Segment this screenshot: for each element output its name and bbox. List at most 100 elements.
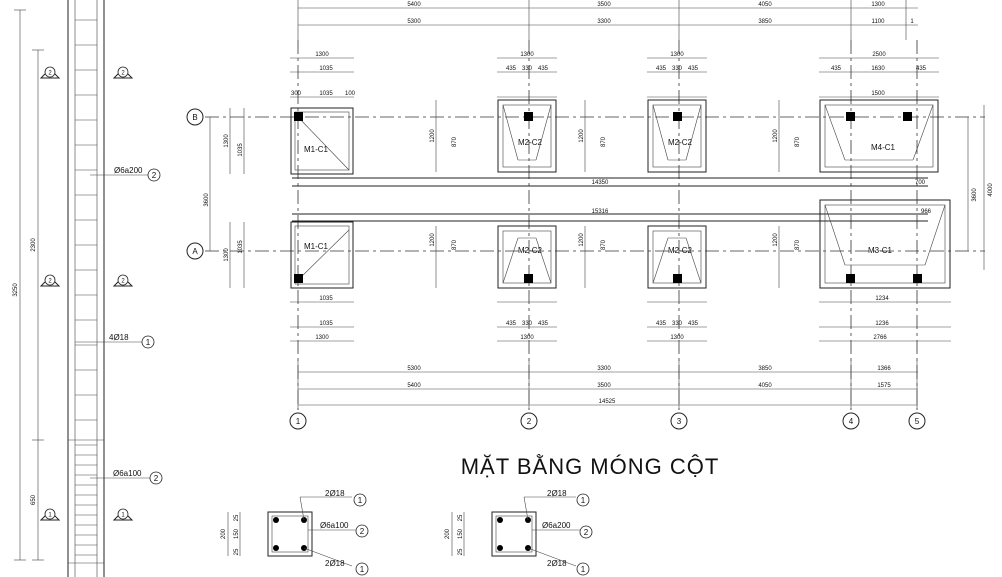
svg-text:1035: 1035 [319,66,333,72]
svg-text:B: B [192,113,197,122]
svg-text:2Ø18: 2Ø18 [325,489,345,498]
svg-text:1035: 1035 [319,321,333,327]
elevation-dimensions: 3250 2300 650 [13,9,44,561]
svg-text:435: 435 [688,66,699,72]
svg-text:3300: 3300 [597,366,611,372]
svg-text:1630: 1630 [871,66,885,72]
axis-bubble-1: 1 [289,412,307,430]
bottom-dimensions: 5300 3300 3850 1366 5400 3500 4050 1575 … [297,360,918,410]
footing-m2-c2-top-1: M2-C2 1300 435 330 435 [497,52,557,173]
axis-bubble-4: 4 [842,412,860,430]
svg-text:150: 150 [458,528,464,539]
svg-text:M2-C2: M2-C2 [668,138,693,147]
axis-bubble-5: 5 [908,412,926,430]
axis-bubble-3: 3 [670,412,688,430]
svg-text:1: 1 [358,496,363,505]
svg-text:M1-C1: M1-C1 [304,145,329,154]
svg-text:3500: 3500 [597,383,611,389]
svg-text:3850: 3850 [758,19,772,25]
callout-main-bar: 4Ø18 1 [75,333,155,349]
svg-text:3600: 3600 [204,193,210,207]
footing-m1-c1-bottom: M1-C1 1035 1035 1300 [290,221,354,342]
svg-text:330: 330 [672,321,683,327]
svg-text:1366: 1366 [877,366,891,372]
svg-text:1200: 1200 [773,129,779,143]
svg-text:435: 435 [656,321,667,327]
svg-text:1: 1 [581,496,586,505]
svg-text:966: 966 [921,209,932,215]
svg-text:25: 25 [234,548,240,555]
section-mark: 2 [39,66,61,79]
svg-text:2: 2 [121,71,125,77]
svg-text:435: 435 [538,321,549,327]
dim-2300: 2300 [31,238,37,252]
svg-text:100: 100 [345,91,356,97]
svg-text:25: 25 [458,514,464,521]
svg-text:3500: 3500 [597,2,611,8]
svg-text:1: 1 [581,565,586,574]
svg-text:1300: 1300 [520,52,534,58]
callout-stirrup-lower: Ø6a100 2 [90,469,163,485]
svg-text:1: 1 [146,338,151,347]
svg-text:2: 2 [584,528,589,537]
svg-text:870: 870 [795,136,801,147]
svg-text:1: 1 [48,513,52,519]
svg-text:435: 435 [656,66,667,72]
svg-text:870: 870 [601,239,607,250]
svg-text:5: 5 [915,417,920,426]
svg-text:435: 435 [916,66,927,72]
section-mark: 2 [39,274,61,287]
svg-text:4: 4 [849,417,854,426]
svg-text:4000: 4000 [988,183,994,197]
svg-text:Ø6a100: Ø6a100 [113,469,142,478]
svg-text:1035: 1035 [319,91,333,97]
svg-text:2: 2 [48,279,52,285]
svg-text:2: 2 [527,417,532,426]
svg-text:Ø6a200: Ø6a200 [542,521,571,530]
svg-text:1300: 1300 [670,52,684,58]
svg-text:1300: 1300 [871,2,885,8]
stirrups-lower [75,444,97,556]
column-elevation: 3250 2300 650 2 2 2 2 [13,0,163,577]
svg-text:435: 435 [688,321,699,327]
section-mark: 2 [112,274,134,287]
grid-lines [205,40,985,410]
svg-text:5400: 5400 [407,2,421,8]
beam-section-2: 2Ø18 1 Ø6a200 2 2Ø18 1 200 25 150 25 [445,489,593,576]
svg-text:4050: 4050 [758,383,772,389]
svg-text:2Ø18: 2Ø18 [547,489,567,498]
svg-text:25: 25 [234,514,240,521]
svg-text:14350: 14350 [592,180,609,186]
svg-text:1200: 1200 [430,129,436,143]
svg-text:3: 3 [677,417,682,426]
svg-text:2766: 2766 [873,335,887,341]
svg-text:330: 330 [522,66,533,72]
svg-text:1234: 1234 [875,296,889,302]
axis-bubble-2: 2 [520,412,538,430]
svg-text:200: 200 [221,528,227,539]
top-dimensions: 5400 3500 4050 1300 5300 3300 3850 1100 … [297,0,918,40]
svg-text:2: 2 [152,171,157,180]
svg-text:150: 150 [234,528,240,539]
svg-text:330: 330 [522,321,533,327]
svg-text:1: 1 [121,513,125,519]
svg-text:3600: 3600 [972,188,978,202]
section-mark: 2 [112,66,134,79]
footing-m2-c2-bottom-1: M2-C2 435 330 435 1300 [497,225,557,342]
svg-text:1035: 1035 [238,143,244,157]
svg-text:1: 1 [910,19,914,25]
svg-text:1: 1 [360,565,365,574]
svg-text:4Ø18: 4Ø18 [109,333,129,342]
axis-bubble-B: B [186,108,204,126]
svg-text:Ø6a200: Ø6a200 [114,166,143,175]
svg-text:5300: 5300 [407,366,421,372]
svg-text:1300: 1300 [224,248,230,262]
svg-text:1300: 1300 [670,335,684,341]
svg-text:A: A [192,247,198,256]
svg-text:1200: 1200 [579,129,585,143]
svg-text:1100: 1100 [872,19,886,25]
svg-text:Ø6a100: Ø6a100 [320,521,349,530]
svg-text:2Ø18: 2Ø18 [325,559,345,568]
svg-text:2: 2 [121,279,125,285]
svg-text:2Ø18: 2Ø18 [547,559,567,568]
